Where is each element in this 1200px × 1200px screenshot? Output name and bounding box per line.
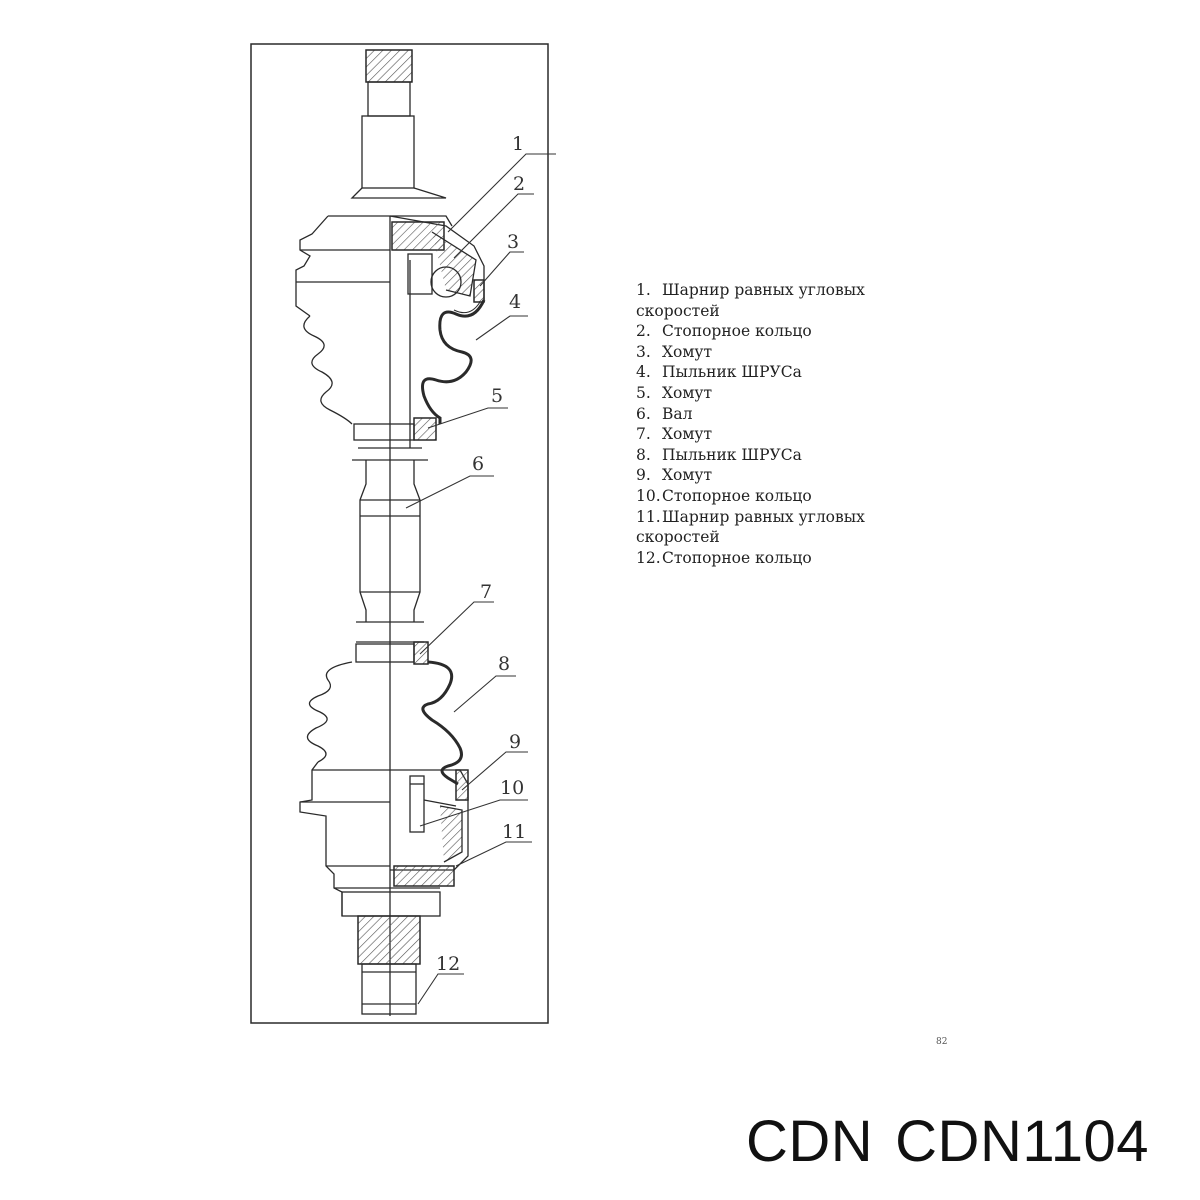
inner-boot-outline — [306, 661, 353, 763]
callout-2: 2 — [513, 173, 525, 195]
top-spline — [365, 49, 413, 83]
legend-item: 8.Пыльник ШРУСа — [636, 445, 802, 464]
brand-caption: CDN CDN1104 — [746, 1108, 1171, 1175]
legend-item: 11.Шарнир равных угловых скоростей — [636, 507, 865, 547]
callout-3: 3 — [507, 231, 519, 253]
outer-boot-outline — [303, 315, 353, 425]
legend-item: 7.Хомут — [636, 425, 713, 444]
callout-4: 4 — [509, 291, 521, 313]
clamp-9 — [455, 769, 469, 801]
parts-legend: 1.Шарнир равных угловых скоростей 2.Стоп… — [636, 280, 906, 568]
inner-race-section — [393, 865, 455, 887]
callout-1: 1 — [512, 133, 524, 155]
drawing-frame — [250, 43, 549, 1024]
callout-11: 11 — [502, 821, 526, 843]
bottom-spline — [357, 915, 421, 965]
cv-ball — [430, 266, 462, 298]
legend-item: 5.Хомут — [636, 383, 713, 402]
page-number: 82 — [936, 1037, 948, 1047]
legend-item: 2.Стопорное кольцо — [636, 322, 812, 341]
inner-boot-section — [421, 660, 463, 786]
callout-10: 10 — [500, 777, 524, 799]
top-shaft — [361, 115, 415, 189]
legend-item: 4.Пыльник ШРУСа — [636, 363, 802, 382]
main-shaft — [359, 460, 421, 622]
bottom-stub — [361, 963, 417, 1015]
outer-cv-housing — [295, 215, 453, 317]
legend-item: 9.Хомут — [636, 466, 713, 485]
callout-6: 6 — [472, 453, 484, 475]
callout-numbers: 1 2 3 4 5 6 7 8 9 10 11 12 — [436, 133, 526, 975]
leader-lines — [405, 153, 556, 1005]
callout-5: 5 — [491, 385, 503, 407]
legend-item: 10.Стопорное кольцо — [636, 486, 812, 505]
part-number: CDN1104 — [895, 1109, 1150, 1174]
callout-8: 8 — [498, 653, 510, 675]
circlip-10 — [409, 775, 425, 833]
outer-boot-section — [421, 299, 486, 424]
legend-item: 1.Шарнир равных угловых скоростей — [636, 281, 865, 320]
callout-9: 9 — [509, 731, 521, 753]
clamp-5 — [413, 417, 437, 441]
callout-7: 7 — [480, 581, 492, 603]
top-neck — [367, 81, 411, 117]
brand-name: CDN — [746, 1109, 874, 1174]
inner-cv-housing — [299, 761, 343, 916]
axle-assembly — [295, 49, 486, 1016]
legend-item: 12.Стопорное кольцо — [636, 548, 812, 567]
legend-item: 3.Хомут — [636, 342, 713, 361]
legend-item: 6.Вал — [636, 404, 693, 423]
callout-12: 12 — [436, 953, 460, 975]
